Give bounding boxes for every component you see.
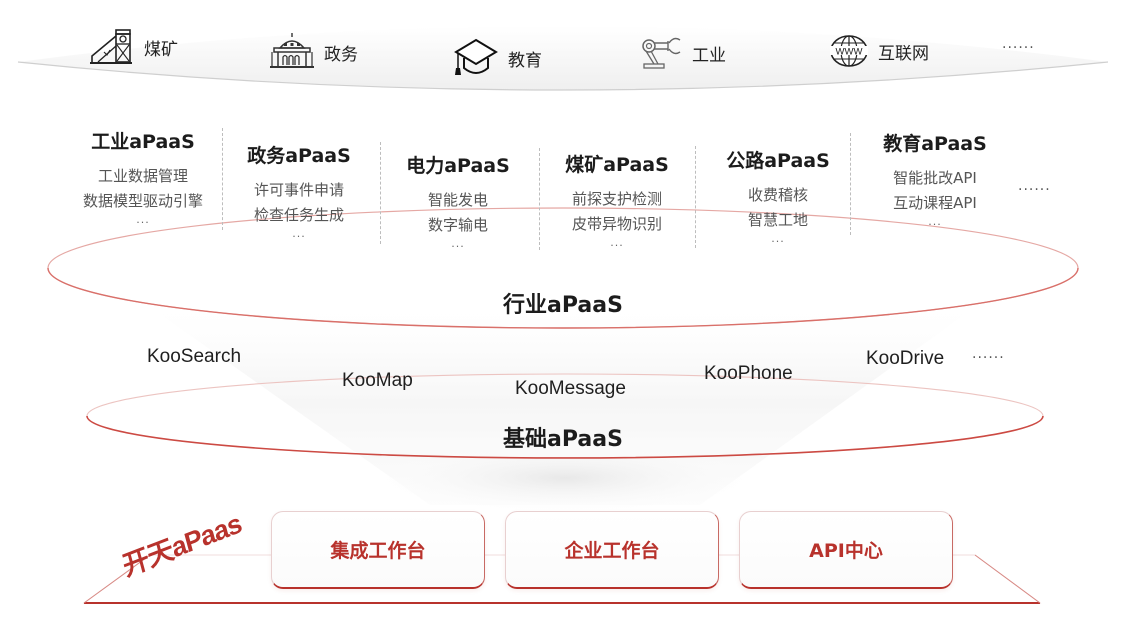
industry-band [18, 26, 1108, 90]
column-divider [695, 146, 696, 248]
column-item: 互动课程API [893, 194, 977, 212]
industry-education[interactable]: 教育 [452, 38, 542, 78]
integration-workbench-card[interactable]: 集成工作台 [271, 511, 485, 589]
column-divider [380, 142, 381, 244]
industry-apaas-column-power: 电力aPaaS 智能发电 数字输电 ... [378, 151, 538, 250]
column-item: 工业数据管理 [97, 167, 188, 185]
coal-mine-icon [90, 29, 132, 64]
api-center-card[interactable]: API中心 [739, 511, 953, 589]
column-ellipsis: ... [136, 213, 150, 226]
column-title: 煤矿aPaaS [565, 154, 669, 176]
service-koodrive[interactable]: KooDrive [866, 348, 945, 369]
service-koophone[interactable]: KooPhone [704, 363, 793, 384]
column-ellipsis: ... [610, 236, 624, 249]
column-ellipsis: ... [292, 227, 306, 240]
column-title: 电力aPaaS [406, 155, 510, 177]
column-item: 智能发电 [427, 191, 488, 209]
column-title: 公路aPaaS [726, 150, 830, 172]
column-item: 检查任务生成 [253, 206, 344, 224]
industry-apaas-column-government: 政务aPaaS 许可事件申请 检查任务生成 ... [219, 141, 379, 240]
industry-label: 政务 [324, 44, 358, 65]
services-more[interactable]: ······ [972, 350, 1005, 366]
robot-arm-icon [642, 37, 681, 69]
industry-apaas-column-highway: 公路aPaaS 收费稽核 智慧工地 ... [698, 146, 858, 245]
service-koomap[interactable]: KooMap [342, 370, 413, 391]
column-item: 收费稽核 [747, 186, 808, 204]
industry-internet[interactable]: WWW 互联网 [828, 34, 929, 68]
funnel-shape [140, 300, 985, 505]
column-title: 工业aPaaS [91, 131, 195, 153]
column-divider [539, 148, 540, 250]
column-divider [222, 128, 223, 230]
column-ellipsis: ... [771, 232, 785, 245]
column-title: 政务aPaaS [247, 145, 351, 167]
government-building-icon [270, 33, 314, 68]
column-item: 数据模型驱动引擎 [82, 192, 203, 210]
column-item: 智能批改API [893, 169, 977, 187]
enterprise-workbench-card[interactable]: 企业工作台 [505, 511, 719, 589]
service-koosearch[interactable]: KooSearch [147, 346, 242, 367]
www-globe-icon: WWW [830, 35, 868, 67]
industries-more[interactable]: ······ [1002, 40, 1035, 56]
column-item: 许可事件申请 [253, 181, 344, 199]
column-title: 教育aPaaS [883, 133, 987, 155]
industry-apaas-column-coal-mine: 煤矿aPaaS 前探支护检测 皮带异物识别 ... [537, 150, 697, 249]
column-ellipsis: ... [928, 215, 942, 228]
industry-manufacturing[interactable]: 工业 [640, 36, 726, 70]
industry-government[interactable]: 政务 [268, 32, 358, 72]
base-apaas-layer-title: 基础aPaaS [503, 427, 623, 452]
industry-apaas-layer-title: 行业aPaaS [503, 293, 623, 318]
svg-text:WWW: WWW [836, 47, 863, 58]
industry-coal-mine[interactable]: 煤矿 [90, 28, 178, 66]
industry-apaas-column-industrial: 工业aPaaS 工业数据管理 数据模型驱动引擎 ... [63, 127, 223, 226]
column-item: 皮带异物识别 [571, 215, 662, 233]
industry-label: 互联网 [878, 43, 929, 64]
industry-apaas-more[interactable]: ······ [1018, 182, 1051, 198]
column-item: 智慧工地 [747, 211, 808, 229]
service-koomessage[interactable]: KooMessage [515, 378, 626, 399]
industry-label: 工业 [692, 45, 726, 66]
industry-label: 煤矿 [144, 39, 178, 60]
column-item: 数字输电 [427, 216, 488, 234]
industry-apaas-column-education: 教育aPaaS 智能批改API 互动课程API ... [855, 129, 1015, 228]
column-divider [850, 133, 851, 235]
industry-label: 教育 [508, 50, 542, 71]
column-ellipsis: ... [451, 237, 465, 250]
column-item: 前探支护检测 [571, 190, 662, 208]
graduation-cap-icon [454, 38, 498, 75]
